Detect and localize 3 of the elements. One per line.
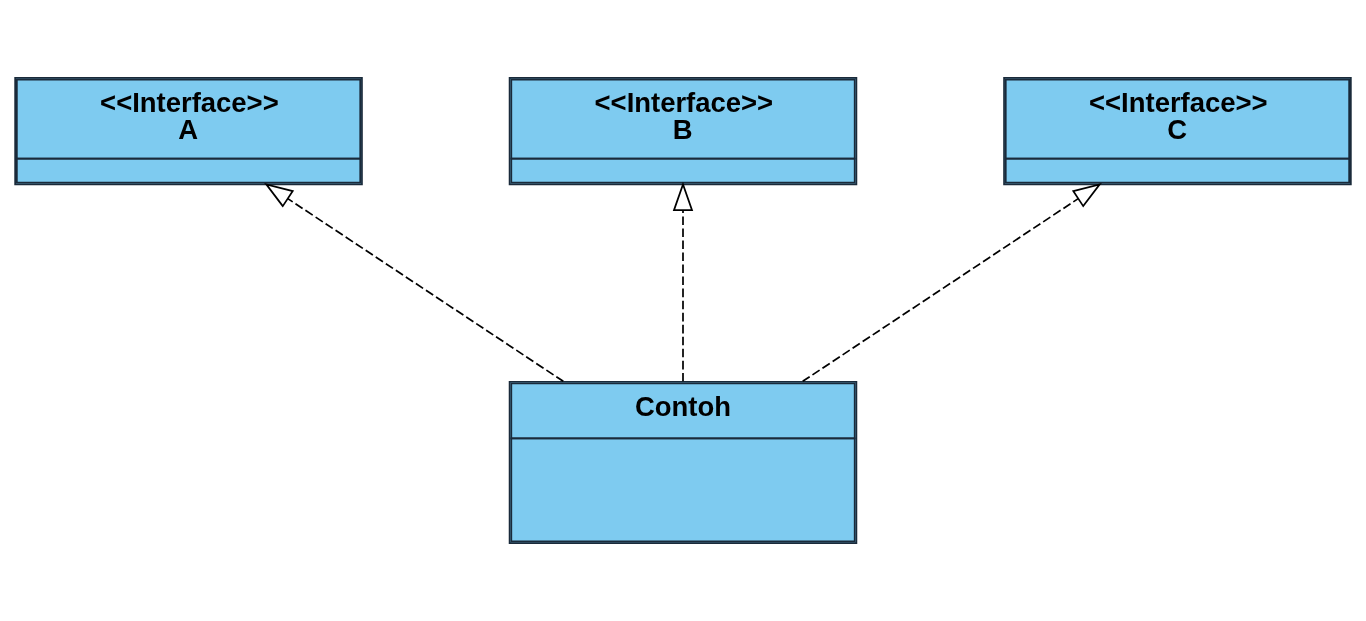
arrow — [264, 182, 565, 383]
arrow — [801, 182, 1102, 383]
arrow — [672, 181, 694, 383]
